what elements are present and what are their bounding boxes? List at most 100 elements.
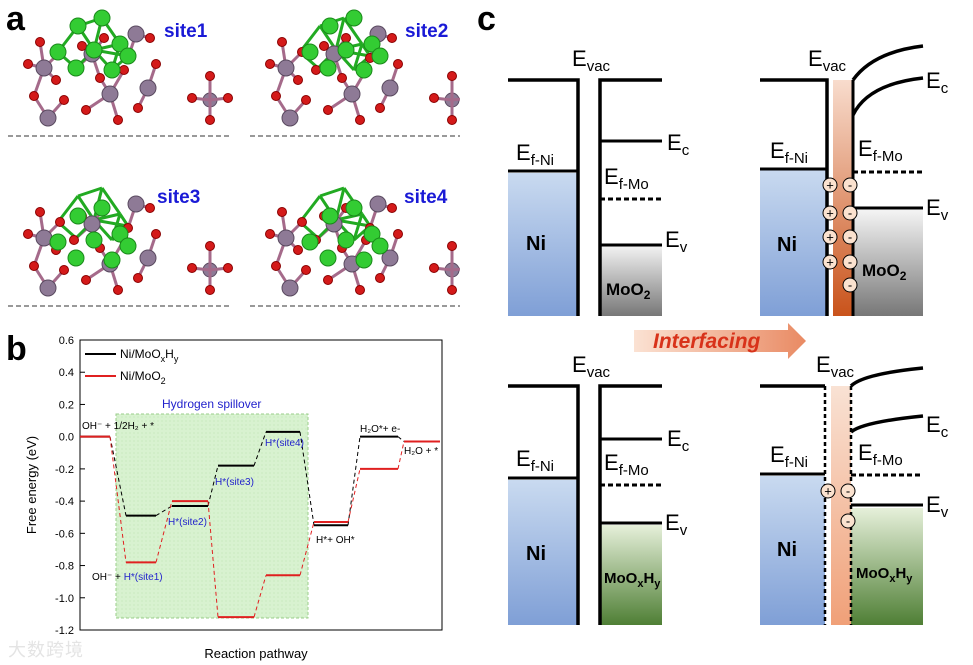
efni-label: Ef-Ni [516, 140, 554, 169]
o-atom [35, 37, 45, 47]
annotation-site2: H*(site2) [168, 517, 207, 528]
connector [347, 468, 361, 523]
site1-label: site1 [164, 21, 208, 42]
y-tick-label: -0.6 [55, 528, 74, 540]
o-atom [311, 65, 321, 75]
ni-atom [103, 251, 121, 269]
connector [397, 441, 405, 469]
connector [253, 575, 267, 618]
mo-atom [139, 79, 157, 97]
mo-atom [343, 85, 361, 103]
ni-atom [67, 249, 85, 267]
mo-atom [277, 229, 295, 247]
o-atom [23, 229, 33, 239]
o-atom [35, 207, 45, 217]
site2-label: site2 [405, 21, 449, 42]
ni-atom [363, 225, 381, 243]
mo-atom [83, 215, 101, 233]
o-atom [355, 115, 365, 125]
panel-a-structures [8, 9, 460, 307]
ni-atom [363, 35, 381, 53]
o-atom [393, 229, 403, 239]
connector [207, 501, 219, 618]
ec-label: Ec [667, 130, 690, 159]
minus-charge [840, 513, 856, 529]
o-atom [113, 285, 123, 295]
moo2-label-interfaced: MoO2 [862, 261, 907, 283]
ni-atom [337, 231, 355, 249]
o-atom [59, 265, 69, 275]
annotation-start: OH⁻ + 1/2H₂ + * [82, 421, 154, 432]
o-atom [319, 41, 329, 51]
ni-atom [111, 225, 129, 243]
structure-site2 [250, 9, 460, 137]
ni-block-bottom [508, 480, 578, 625]
ni-atom [85, 41, 103, 59]
o-atom [223, 263, 233, 273]
o-atom [429, 263, 439, 273]
o-atom [323, 105, 333, 115]
ni-atom [371, 237, 389, 255]
connector [299, 521, 315, 576]
panel-b-letter: b [6, 330, 27, 368]
plus-charge [820, 483, 836, 499]
o-atom [341, 33, 351, 43]
ev-label-bottom-interfaced: Ev [926, 492, 949, 521]
o-atom [29, 261, 39, 271]
o-atom [301, 265, 311, 275]
minus-charge [842, 254, 858, 270]
o-atom [447, 71, 457, 81]
o-atom [337, 73, 347, 83]
annotation-hoh: H*+ OH* [316, 535, 355, 546]
o-atom [59, 95, 69, 105]
charge-symbol: - [846, 514, 850, 529]
y-tick-label: 0.2 [59, 399, 74, 411]
site4-label: site4 [404, 187, 448, 208]
plus-charge [822, 229, 838, 245]
ni-atom [371, 47, 389, 65]
o-atom [429, 93, 439, 103]
ni-atom [345, 9, 363, 27]
plot-frame [79, 339, 443, 631]
o-atom [29, 91, 39, 101]
interface-charges-bottom: +-- [820, 483, 856, 529]
o-atom [375, 103, 385, 113]
o-atom [69, 235, 79, 245]
mo-atom [127, 25, 145, 43]
diagram-bottom-right: Evac Ec Ef-Ni Ef-Mo Ev Ni MoOxHy +-- [760, 352, 949, 625]
moo2-block-interfaced [853, 210, 923, 316]
connector [397, 436, 405, 442]
mo-atom [281, 279, 299, 297]
ni-block-interfaced [760, 169, 827, 316]
mo-atom [381, 79, 399, 97]
o-atom [447, 115, 457, 125]
ni-atom [355, 61, 373, 79]
y-tick-label: 0.6 [59, 335, 74, 347]
mo-atom [35, 229, 53, 247]
o-atom [297, 217, 307, 227]
o-atom [95, 73, 105, 83]
ni-atom [345, 199, 363, 217]
interfacing-label: Interfacing [653, 330, 761, 353]
evac-label-bottom: Evac [572, 352, 611, 381]
evac-label: Evac [572, 46, 611, 75]
structure-site4 [250, 186, 460, 307]
charge-symbol: - [848, 178, 852, 193]
free-energy-chart: Hydrogen spillover 0.60.40.20.0-0.2-0.4-… [24, 335, 443, 661]
charge-symbol: + [826, 230, 834, 245]
o-atom [77, 41, 87, 51]
mo-atom [281, 109, 299, 127]
moo2-block [600, 245, 662, 316]
legend: Ni/MoOxHy Ni/MoO2 [85, 347, 179, 386]
efni-label-bottom-interfaced: Ef-Ni [770, 442, 808, 471]
y-tick-label: 0.0 [59, 432, 74, 444]
plus-charge [822, 177, 838, 193]
ev-label: Ev [665, 227, 688, 256]
series-red [80, 435, 440, 619]
ni-atom [93, 9, 111, 27]
minus-charge [842, 229, 858, 245]
depletion-region-bottom [831, 386, 851, 625]
annotation-site4: H*(site4) [265, 438, 304, 449]
connector [109, 436, 127, 563]
o-atom [99, 33, 109, 43]
